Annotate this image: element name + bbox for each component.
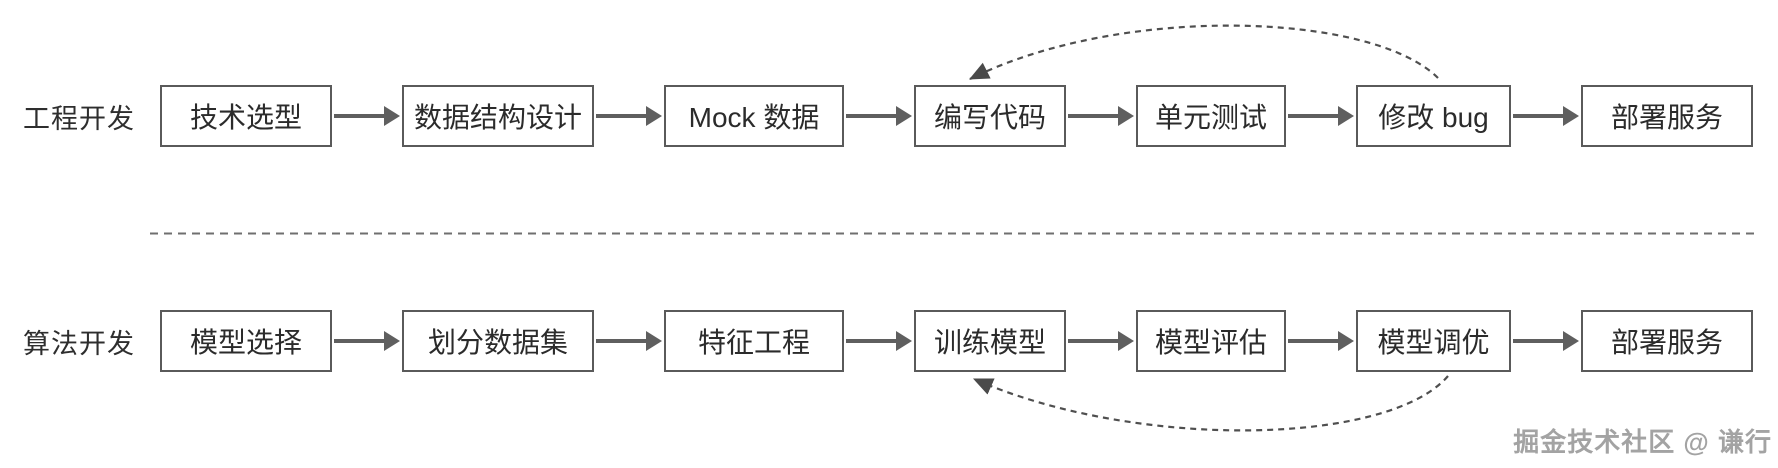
arrow-shaft bbox=[1068, 114, 1118, 118]
arrow-head-icon bbox=[1118, 331, 1134, 351]
flow-node-fix-bug: 修改 bug bbox=[1356, 85, 1511, 147]
arrow-head-icon bbox=[1338, 106, 1354, 126]
flow-node-mock-data: Mock 数据 bbox=[664, 85, 844, 147]
flow-node-split-dataset: 划分数据集 bbox=[402, 310, 594, 372]
arrow-shaft bbox=[1288, 114, 1338, 118]
arrow-right-icon bbox=[594, 310, 664, 372]
arrow-right-icon bbox=[1511, 310, 1581, 372]
flow-node-feature-engineering: 特征工程 bbox=[664, 310, 844, 372]
row-label-algorithm: 算法开发 bbox=[23, 328, 135, 359]
arrow-right-icon bbox=[594, 85, 664, 147]
flow-node-model-selection: 模型选择 bbox=[160, 310, 332, 372]
arrow-shaft bbox=[1513, 339, 1563, 343]
algorithm-flow-row: 模型选择 划分数据集 特征工程 训练模型 模型评估 模型调优 部署服务 bbox=[160, 310, 1753, 372]
watermark: 掘金技术社区 @ 谦行 bbox=[1513, 427, 1772, 457]
arrow-shaft bbox=[334, 339, 384, 343]
arrow-right-icon bbox=[1066, 310, 1136, 372]
arrow-head-icon bbox=[1563, 331, 1579, 351]
arrow-right-icon bbox=[332, 310, 402, 372]
arrow-right-icon bbox=[1066, 85, 1136, 147]
flow-node-deploy-service: 部署服务 bbox=[1581, 85, 1753, 147]
arrow-head-icon bbox=[1118, 106, 1134, 126]
arrow-shaft bbox=[334, 114, 384, 118]
arrow-shaft bbox=[596, 114, 646, 118]
arrow-head-icon bbox=[896, 331, 912, 351]
arrow-shaft bbox=[1513, 114, 1563, 118]
arrow-right-icon bbox=[1511, 85, 1581, 147]
row-label-engineering: 工程开发 bbox=[23, 103, 135, 134]
flow-node-deploy-service: 部署服务 bbox=[1581, 310, 1753, 372]
feedback-curve-tune-model-to-train-model bbox=[972, 375, 1449, 432]
flow-node-evaluate-model: 模型评估 bbox=[1136, 310, 1286, 372]
arrow-shaft bbox=[1288, 339, 1338, 343]
arrow-shaft bbox=[846, 114, 896, 118]
flow-node-data-structure-design: 数据结构设计 bbox=[402, 85, 594, 147]
engineering-flow-row: 技术选型 数据结构设计 Mock 数据 编写代码 单元测试 修改 bug 部署服… bbox=[160, 85, 1753, 147]
arrow-head-icon bbox=[1563, 106, 1579, 126]
arrow-right-icon bbox=[844, 85, 914, 147]
arrow-shaft bbox=[1068, 339, 1118, 343]
flow-node-write-code: 编写代码 bbox=[914, 85, 1066, 147]
arrow-head-icon bbox=[384, 106, 400, 126]
arrow-head-icon bbox=[646, 106, 662, 126]
flow-node-tech-selection: 技术选型 bbox=[160, 85, 332, 147]
arrow-right-icon bbox=[844, 310, 914, 372]
arrow-head-icon bbox=[1338, 331, 1354, 351]
arrow-head-icon bbox=[896, 106, 912, 126]
arrow-shaft bbox=[846, 339, 896, 343]
arrow-right-icon bbox=[332, 85, 402, 147]
flow-node-tune-model: 模型调优 bbox=[1356, 310, 1511, 372]
arrow-head-icon bbox=[646, 331, 662, 351]
arrow-shaft bbox=[596, 339, 646, 343]
arrow-right-icon bbox=[1286, 310, 1356, 372]
arrow-right-icon bbox=[1286, 85, 1356, 147]
feedback-curve-fix-bug-to-write-code bbox=[969, 24, 1439, 80]
arrow-head-icon bbox=[384, 331, 400, 351]
flow-node-unit-test: 单元测试 bbox=[1136, 85, 1286, 147]
flow-node-train-model: 训练模型 bbox=[914, 310, 1066, 372]
